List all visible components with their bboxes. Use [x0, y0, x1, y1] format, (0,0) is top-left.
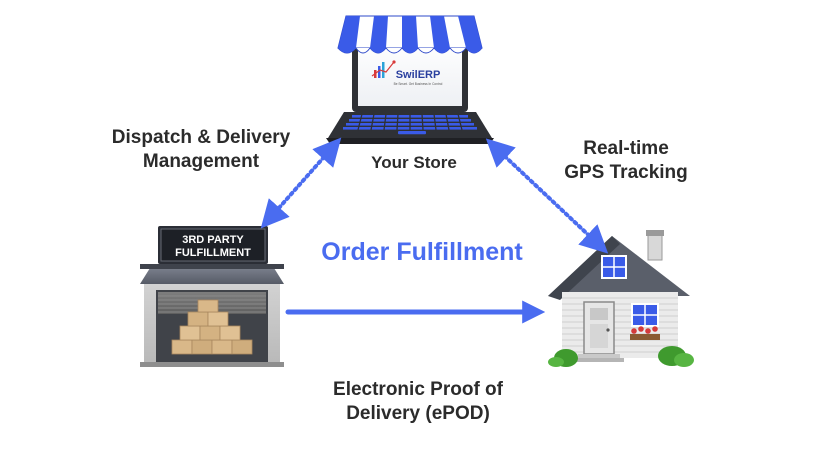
swilerp-logo — [371, 60, 396, 78]
order-fulfillment-title: Order Fulfillment — [300, 236, 544, 268]
gps-tracking-label: Real-time GPS Tracking — [548, 137, 704, 186]
bushes — [548, 346, 694, 367]
dispatch-label-line-1: Dispatch & Delivery — [111, 127, 291, 148]
epod-label-line-1: Electronic Proof of — [333, 379, 503, 400]
awning — [337, 15, 483, 54]
store-label-text: Your Store — [371, 153, 457, 172]
sign-line-2: FULFILLMENT — [175, 247, 251, 259]
arrow-store-warehouse — [260, 137, 342, 229]
store-label: Your Store — [352, 152, 476, 174]
arrow-store-house — [485, 138, 609, 254]
laptop-store-icon: SwilERP Be Smart. Get Business In Contro… — [326, 15, 494, 144]
gps-label-line-1: Real-time — [583, 138, 669, 159]
logo-tagline: Be Smart. Get Business In Control — [394, 82, 443, 86]
screen-logo-text: SwilERP — [396, 69, 441, 81]
dispatch-label-line-2: Management — [142, 151, 260, 173]
epod-label: Electronic Proof of Delivery (ePOD) — [300, 378, 536, 427]
gps-label-line-2: GPS Tracking — [564, 162, 688, 184]
warehouse-icon: 3RD PARTY FULFILLMENT — [140, 226, 284, 367]
sign-line-1: 3RD PARTY — [182, 234, 244, 246]
dispatch-label: Dispatch & Delivery Management — [96, 126, 306, 175]
cargo-boxes — [171, 299, 253, 355]
center-label-text: Order Fulfillment — [321, 238, 523, 266]
epod-label-line-2: Delivery (ePOD) — [346, 403, 490, 425]
house-icon — [548, 230, 694, 367]
